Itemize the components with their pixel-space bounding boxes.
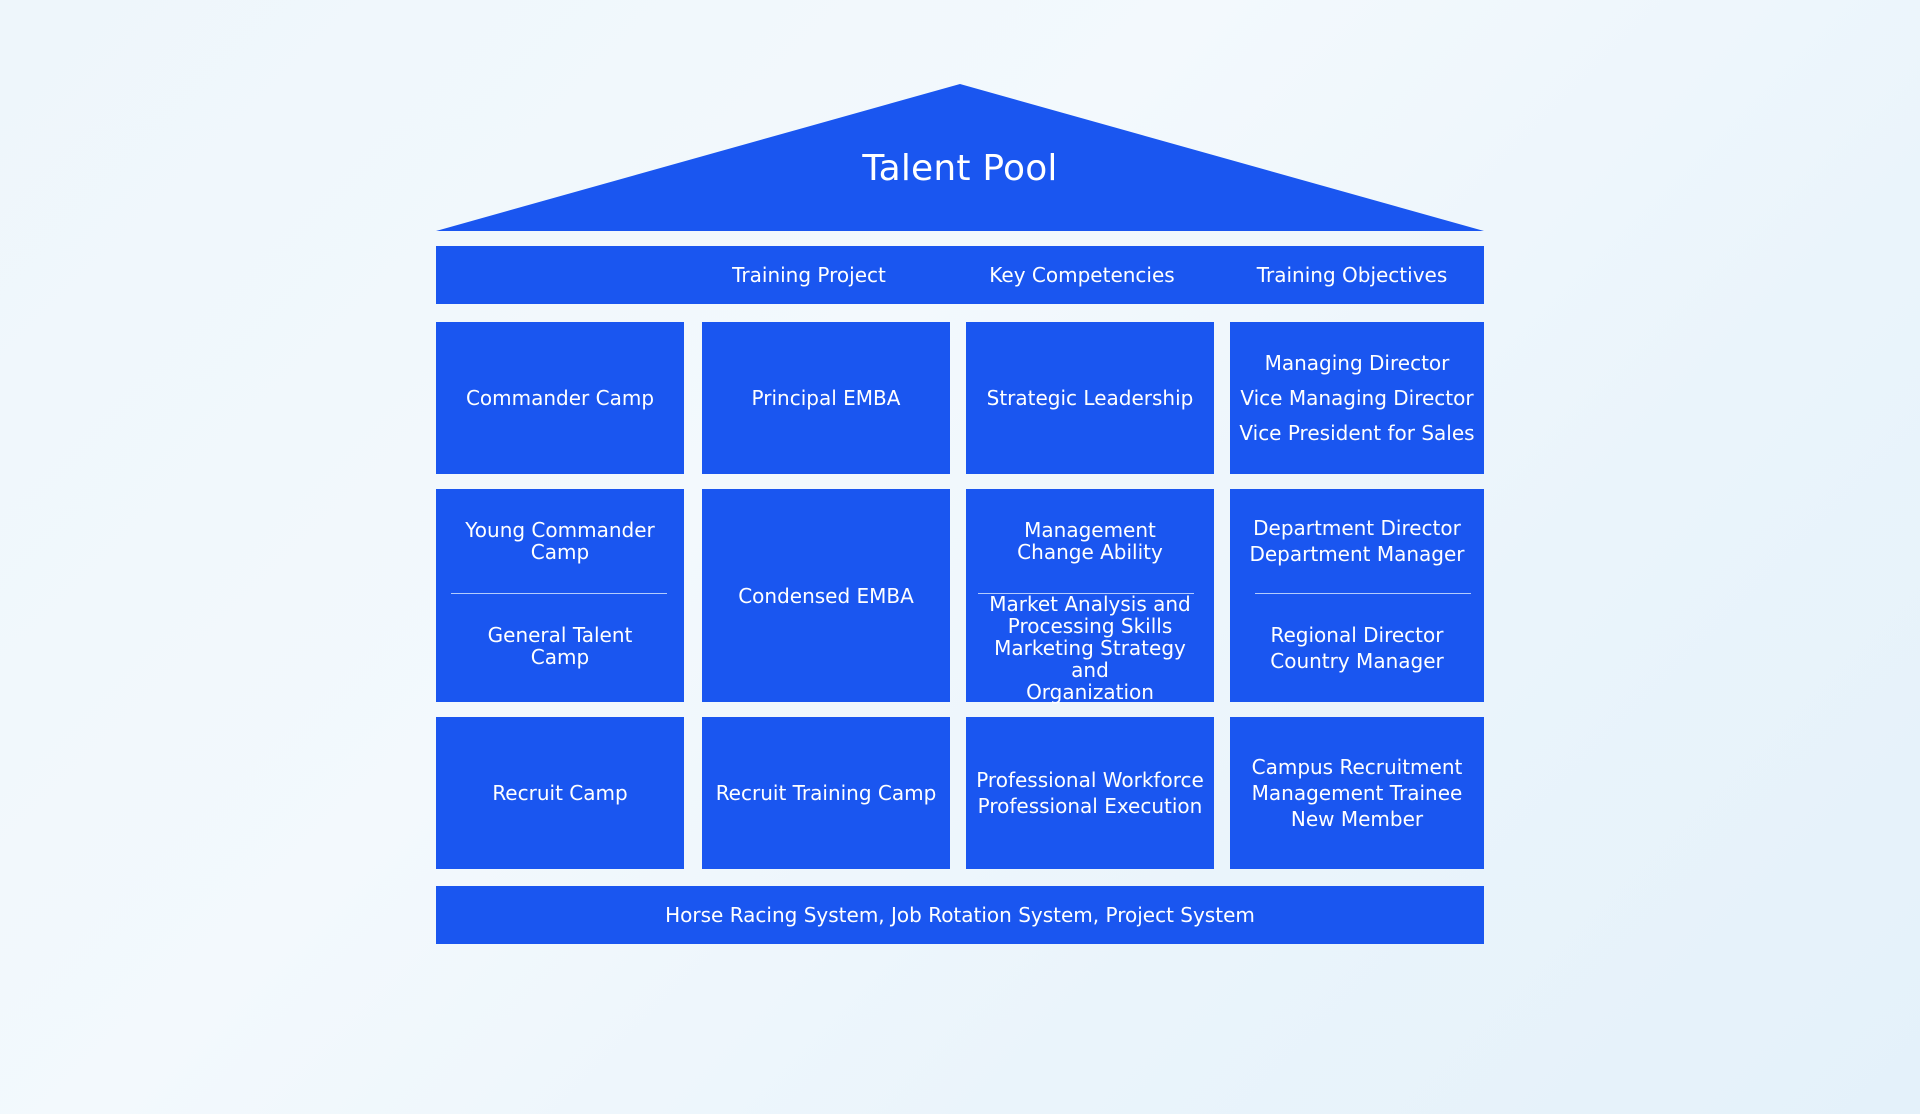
cell-text: Vice Managing Director — [1240, 385, 1474, 410]
cell-divider — [978, 593, 1194, 594]
cell-text: Managing Director — [1264, 350, 1450, 375]
roof-title: Talent Pool — [862, 148, 1058, 189]
cell-text: Commander Camp — [465, 386, 655, 410]
roof: Talent Pool — [436, 84, 1484, 231]
cell-competency-strategic-leadership: Strategic Leadership — [966, 322, 1214, 474]
cell-text: Processing Skills — [1007, 614, 1173, 638]
cell-camp-recruit: Recruit Camp — [436, 717, 684, 869]
cell-text: Change Ability — [1017, 540, 1163, 564]
cell-divider — [1255, 593, 1471, 594]
cell-project-recruit-training: Recruit Training Camp — [702, 717, 950, 869]
cell-competency-professional: Professional Workforce Professional Exec… — [966, 717, 1214, 869]
cell-project-condensed-emba: Condensed EMBA — [702, 489, 950, 702]
cell-text: Management Trainee — [1251, 781, 1463, 805]
cell-text: Country Manager — [1270, 649, 1444, 673]
cell-objectives-row1: Managing Director Vice Managing Director… — [1230, 322, 1484, 474]
header-training-objectives: Training Objectives — [1256, 263, 1448, 287]
cell-objectives-row2: Department Director Department Manager R… — [1230, 489, 1484, 702]
cell-text: Marketing Strategy and — [994, 636, 1186, 682]
cell-text: Campus Recruitment — [1251, 755, 1463, 779]
cell-camp-commander: Commander Camp — [436, 322, 684, 474]
cell-camp-row2: Young Commander Camp General Talent Camp — [436, 489, 684, 702]
cell-text: General Talent — [487, 622, 633, 647]
cell-text: Strategic Leadership — [986, 386, 1194, 410]
cell-camp-young-commander: Young Commander Camp — [436, 489, 684, 593]
cell-text: Organization — [1026, 680, 1154, 704]
cell-competency-market-analysis: Market Analysis and Processing Skills Ma… — [966, 592, 1214, 704]
header-camp — [436, 246, 694, 304]
header-training-project: Training Project — [732, 263, 886, 287]
cell-text: Department Manager — [1249, 542, 1465, 566]
cell-text: Young Commander — [465, 518, 655, 542]
cell-text: Condensed EMBA — [738, 583, 914, 608]
cell-text: Professional Execution — [977, 794, 1203, 818]
cell-text: Department Director — [1253, 516, 1461, 540]
cell-objectives-department: Department Director Department Manager — [1230, 489, 1484, 593]
cell-camp-general-talent: General Talent Camp — [436, 594, 684, 697]
cell-objectives-row3: Campus Recruitment Management Trainee Ne… — [1230, 717, 1484, 869]
header-key-competencies: Key Competencies — [989, 263, 1175, 287]
footer-bar: Horse Racing System, Job Rotation System… — [436, 886, 1484, 944]
cell-text: Recruit Camp — [492, 781, 628, 805]
cell-objectives-regional: Regional Director Country Manager — [1230, 594, 1484, 702]
cell-competencies-row2: Management Change Ability Market Analysi… — [966, 489, 1214, 704]
cell-text: Professional Workforce — [976, 768, 1204, 792]
cell-text: New Member — [1290, 807, 1424, 831]
cell-text: Principal EMBA — [751, 386, 901, 410]
header-bar: Training Project Key Competencies Traini… — [436, 246, 1484, 304]
cell-text: Management — [1024, 518, 1156, 542]
cell-project-principal-emba: Principal EMBA — [702, 322, 950, 474]
cell-competency-management-change: Management Change Ability — [966, 489, 1214, 593]
cell-text: Camp — [530, 540, 590, 564]
cell-text: Market Analysis and — [989, 592, 1191, 616]
roof-triangle — [436, 84, 1484, 231]
cell-text: Recruit Training Camp — [715, 781, 937, 805]
cell-divider — [451, 593, 667, 594]
cell-text: Regional Director — [1270, 623, 1444, 647]
cell-text: Camp — [530, 644, 590, 669]
cell-text: Vice President for Sales — [1239, 420, 1475, 445]
